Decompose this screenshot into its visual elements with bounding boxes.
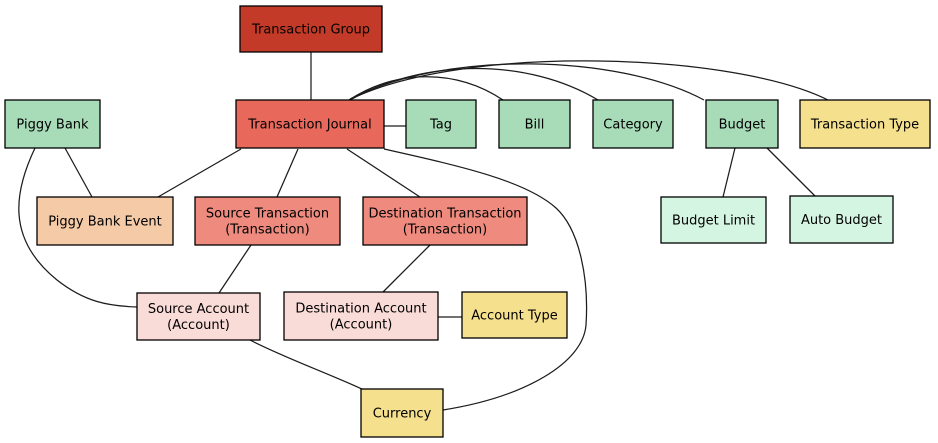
node-source-account-label-line-0: Source Account [148,302,249,317]
node-tag: Tag [405,99,477,149]
node-budget-limit: Budget Limit [660,196,767,244]
node-budget-limit-box [660,196,767,244]
edge-budget-to-budget-limit [722,147,736,198]
node-auto-budget-box [789,195,894,244]
node-source-transaction-box [194,196,341,246]
node-source-account-box [136,292,261,341]
node-tag-label: Tag [429,118,452,133]
node-bill-label-line-0: Bill [525,118,545,133]
edge-transaction-journal-to-bill [348,76,504,101]
edge-transaction-journal-to-transaction-type [350,60,831,102]
node-auto-budget-label-line-0: Auto Budget [801,213,882,228]
node-category-label: Category [603,118,663,133]
edge-piggy-bank-to-piggy-bank-event [64,147,93,198]
node-budget-limit-label: Budget Limit [672,214,755,229]
edge-transaction-journal-to-source-transaction [276,148,299,198]
node-account-type: Account Type [461,291,568,339]
node-source-account-label-line-1: (Account) [167,318,230,333]
edges-layer [18,52,831,411]
node-budget: Budget [705,99,779,149]
node-budget-limit-label-line-0: Budget Limit [672,214,755,229]
node-piggy-bank-label-line-0: Piggy Bank [16,118,89,133]
node-destination-account-label-line-0: Destination Account [295,302,426,317]
node-destination-transaction: Destination Transaction(Transaction) [362,196,528,246]
node-source-transaction: Source Transaction(Transaction) [194,196,341,246]
node-destination-transaction-label-line-0: Destination Transaction [368,207,521,222]
edge-transaction-journal-to-destination-transaction [346,148,421,198]
node-account-type-label: Account Type [471,309,557,324]
node-transaction-type-box [799,99,931,149]
edge-transaction-journal-to-budget [349,63,705,101]
node-currency: Currency [360,388,444,438]
node-account-type-box [461,291,568,339]
node-source-transaction-label-line-0: Source Transaction [206,207,329,222]
node-transaction-group: Transaction Group [239,5,383,53]
node-destination-transaction-label: Destination Transaction(Transaction) [368,207,521,238]
edge-source-transaction-to-source-account [218,244,252,294]
node-piggy-bank-event-label-line-0: Piggy Bank Event [48,215,162,230]
node-piggy-bank-event-label: Piggy Bank Event [48,215,162,230]
node-transaction-journal: Transaction Journal [235,99,385,149]
edge-transaction-journal-to-piggy-bank-event [157,148,242,198]
edge-piggy-bank-to-source-account [18,147,138,308]
node-source-account-label: Source Account(Account) [148,302,249,333]
node-destination-transaction-box [362,196,528,246]
node-currency-box [360,388,444,438]
node-source-account: Source Account(Account) [136,292,261,341]
node-currency-label: Currency [373,407,432,422]
node-category-box [592,99,674,149]
node-currency-label-line-0: Currency [373,407,432,422]
node-destination-account-box [283,291,439,341]
node-budget-label: Budget [719,118,766,133]
node-transaction-group-label: Transaction Group [251,23,370,38]
node-source-transaction-label: Source Transaction(Transaction) [206,207,329,238]
node-transaction-journal-label-line-0: Transaction Journal [247,118,371,133]
edge-source-account-to-currency [249,339,365,391]
edge-destination-transaction-to-destination-account [382,244,431,293]
node-piggy-bank-event-box [36,196,174,246]
node-destination-account: Destination Account(Account) [283,291,439,341]
node-destination-transaction-label-line-1: (Transaction) [403,223,488,238]
node-piggy-bank-event: Piggy Bank Event [36,196,174,246]
node-budget-box [705,99,779,149]
node-bill-box [498,99,571,149]
node-piggy-bank-label: Piggy Bank [16,118,89,133]
node-tag-label-line-0: Tag [429,118,452,133]
edge-transaction-journal-to-currency [383,148,588,411]
edge-budget-to-auto-budget [766,147,816,197]
node-transaction-group-box [239,5,383,53]
node-bill-label: Bill [525,118,545,133]
node-auto-budget-label: Auto Budget [801,213,882,228]
node-transaction-journal-label: Transaction Journal [247,118,371,133]
node-auto-budget: Auto Budget [789,195,894,244]
node-category-label-line-0: Category [603,118,663,133]
node-category: Category [592,99,674,149]
node-piggy-bank: Piggy Bank [4,99,101,149]
node-transaction-group-label-line-0: Transaction Group [251,23,370,38]
node-budget-label-line-0: Budget [719,118,766,133]
node-transaction-type-label: Transaction Type [810,118,919,133]
node-transaction-type-label-line-0: Transaction Type [810,118,919,133]
node-transaction-journal-box [235,99,385,149]
node-transaction-type: Transaction Type [799,99,931,149]
node-piggy-bank-box [4,99,101,149]
node-bill: Bill [498,99,571,149]
node-source-transaction-label-line-1: (Transaction) [225,223,310,238]
node-account-type-label-line-0: Account Type [471,309,557,324]
node-destination-account-label: Destination Account(Account) [295,302,426,333]
node-destination-account-label-line-1: (Account) [330,318,393,333]
node-tag-box [405,99,477,149]
